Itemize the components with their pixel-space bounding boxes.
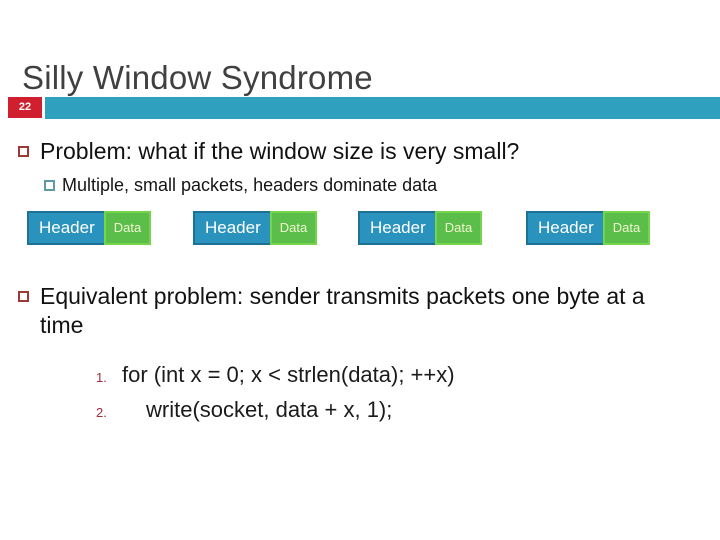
page-title: Silly Window Syndrome [22, 59, 373, 97]
code-list-item-1: 1. for (int x = 0; x < strlen(data); ++x… [96, 360, 720, 390]
packet-diagram: Header Data Header Data Header Data Head… [0, 211, 720, 249]
hollow-square-teal-icon [44, 180, 55, 191]
packet-3: Header Data [358, 211, 483, 245]
code-list-item-2: 2. write(socket, data + x, 1); [96, 395, 720, 425]
packet-4: Header Data [526, 211, 651, 245]
slide-body-lower: Equivalent problem: sender transmits pac… [0, 282, 720, 340]
list-number: 1. [96, 370, 107, 385]
packet-header-segment: Header [27, 211, 104, 245]
bullet-text: Problem: what if the window size is very… [40, 138, 520, 164]
hollow-square-red-icon [18, 146, 29, 157]
list-number: 2. [96, 405, 107, 420]
bullet-text: Multiple, small packets, headers dominat… [62, 175, 438, 195]
code-line: for (int x = 0; x < strlen(data); ++x) [122, 362, 455, 387]
packet-header-segment: Header [358, 211, 435, 245]
packet-data-segment: Data [602, 211, 651, 245]
packet-header-segment: Header [193, 211, 270, 245]
packet-header-segment: Header [526, 211, 603, 245]
accent-rule [45, 97, 720, 119]
packet-data-segment: Data [103, 211, 152, 245]
slide-body: Problem: what if the window size is very… [0, 125, 720, 197]
bullet-item-multiple-packets: Multiple, small packets, headers dominat… [44, 174, 720, 197]
packet-data-segment: Data [434, 211, 483, 245]
code-list: 1. for (int x = 0; x < strlen(data); ++x… [0, 360, 720, 430]
packet-2: Header Data [193, 211, 318, 245]
bullet-text: Equivalent problem: sender transmits pac… [40, 283, 645, 338]
bullet-item-equivalent-problem: Equivalent problem: sender transmits pac… [18, 282, 720, 340]
bullet-item-problem: Problem: what if the window size is very… [18, 137, 720, 166]
header-bar: 22 [0, 97, 720, 119]
hollow-square-red-icon [18, 291, 29, 302]
slide-number-badge: 22 [8, 97, 42, 118]
packet-1: Header Data [27, 211, 152, 245]
code-line: write(socket, data + x, 1); [146, 397, 393, 422]
packet-data-segment: Data [269, 211, 318, 245]
